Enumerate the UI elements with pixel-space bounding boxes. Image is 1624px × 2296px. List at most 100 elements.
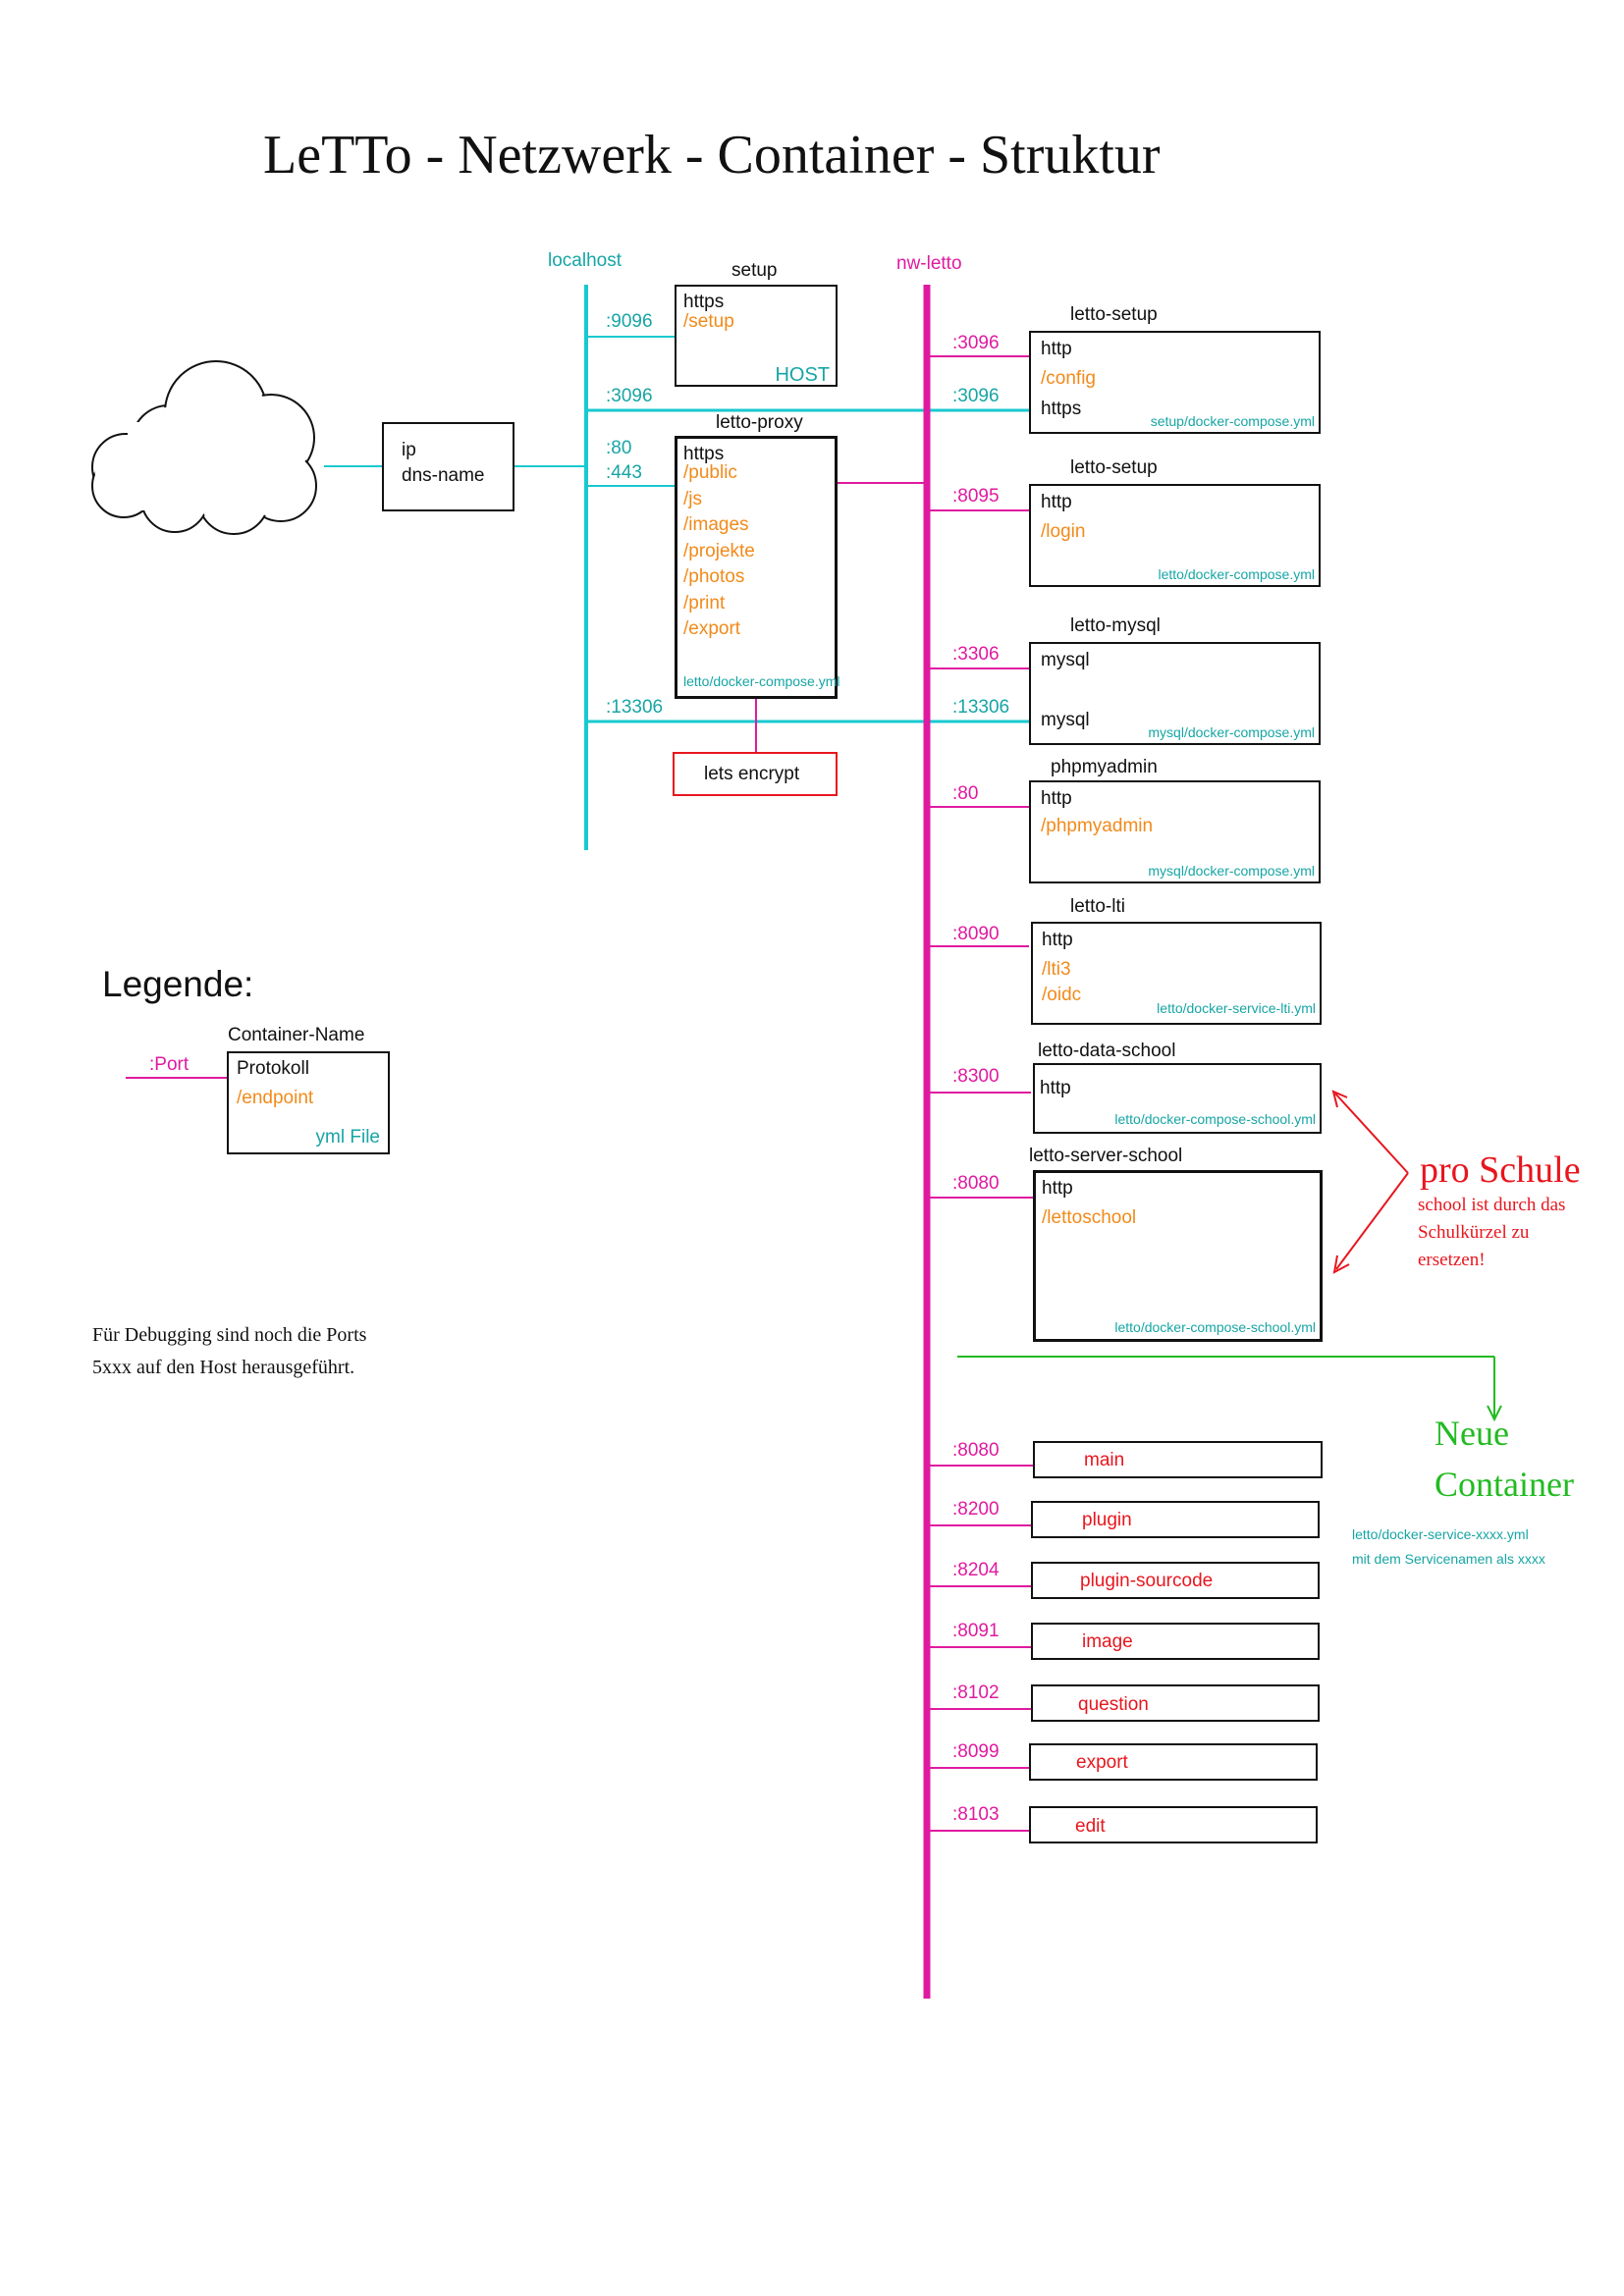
container-title: letto-data-school xyxy=(1038,1041,1176,1061)
school-note-line: school ist durch das xyxy=(1418,1195,1566,1215)
container-title: phpmyadmin xyxy=(1051,757,1158,777)
proxy-endpoint: /export xyxy=(683,618,741,639)
proxy-endpoint: /print xyxy=(683,593,726,614)
service-plugin-sourcode-box: plugin-sourcode xyxy=(1031,1562,1320,1599)
letto-mysql-container: mysql mysql mysql/docker-compose.yml xyxy=(1029,642,1321,745)
localhost-port-80: :80 xyxy=(606,438,632,458)
host-dns-label: dns-name xyxy=(402,465,485,486)
container-port: :3306 xyxy=(952,644,1000,665)
container-line: http xyxy=(1041,492,1072,512)
proxy-yml: letto/docker-compose.yml xyxy=(683,673,840,689)
page-title: LeTTo - Netzwerk - Container - Struktur xyxy=(263,125,1161,186)
letto-server-school-container: http /lettoschool letto/docker-compose-s… xyxy=(1033,1170,1323,1342)
service-port: :8080 xyxy=(952,1440,1000,1461)
service-name: plugin xyxy=(1082,1510,1132,1530)
container-line: http xyxy=(1041,339,1072,359)
proxy-endpoint: /projekte xyxy=(683,541,755,561)
container-title: letto-server-school xyxy=(1029,1146,1183,1166)
legend-title: Legende: xyxy=(102,964,254,1004)
service-name: edit xyxy=(1075,1816,1106,1837)
service-plugin-box: plugin xyxy=(1031,1501,1320,1538)
localhost-label: localhost xyxy=(548,250,622,271)
service-port: :8102 xyxy=(952,1682,1000,1703)
service-port: :8099 xyxy=(952,1741,1000,1762)
setup-endpoint: /setup xyxy=(683,311,734,332)
service-port: :8091 xyxy=(952,1621,1000,1641)
container-line: mysql xyxy=(1041,650,1090,670)
letto-setup-config-container: http /config https setup/docker-compose.… xyxy=(1029,331,1321,434)
localhost-network-lines xyxy=(324,285,1031,850)
container-title: letto-setup xyxy=(1070,304,1158,325)
container-line: /phpmyadmin xyxy=(1041,816,1154,836)
service-name: export xyxy=(1076,1752,1128,1773)
container-yml: letto/docker-compose.yml xyxy=(1158,566,1315,582)
service-image-box: image xyxy=(1031,1623,1320,1660)
proxy-container: https /public /js /images /projekte /pho… xyxy=(675,436,840,699)
container-line: http xyxy=(1042,930,1073,950)
proxy-endpoint: /images xyxy=(683,514,749,535)
container-line: mysql xyxy=(1041,710,1090,730)
container-line: /login xyxy=(1041,521,1086,542)
container-port: :80 xyxy=(952,783,979,804)
container-port: :8095 xyxy=(952,486,1000,507)
proxy-endpoint: /public xyxy=(683,462,737,483)
lets-encrypt-label: lets encrypt xyxy=(704,764,800,784)
service-main-box: main xyxy=(1033,1441,1323,1478)
container-port: :8090 xyxy=(952,924,1000,944)
service-port: :8103 xyxy=(952,1804,1000,1825)
school-note-line: Schulkürzel zu xyxy=(1418,1222,1530,1243)
legend-container-name: Container-Name xyxy=(228,1025,365,1045)
container-line: /lettoschool xyxy=(1042,1207,1137,1228)
proxy-title: letto-proxy xyxy=(716,412,803,433)
school-arrows xyxy=(1331,1090,1409,1274)
localhost-port-443: :443 xyxy=(606,462,642,483)
container-yml: letto/docker-service-lti.yml xyxy=(1157,1000,1316,1016)
localhost-port-3096: :3096 xyxy=(606,386,653,406)
container-yml: mysql/docker-compose.yml xyxy=(1148,724,1315,740)
container-line: http xyxy=(1041,788,1072,809)
setup-title: setup xyxy=(731,260,778,281)
service-port: :8200 xyxy=(952,1499,1000,1520)
new-containers-note: letto/docker-service-xxxx.yml xyxy=(1352,1526,1529,1542)
nw-letto-network-lines xyxy=(126,285,1033,1999)
nw-letto-label: nw-letto xyxy=(896,253,962,274)
proxy-endpoint: /js xyxy=(683,489,702,509)
container-yml: setup/docker-compose.yml xyxy=(1150,413,1315,429)
localhost-port-13306: :13306 xyxy=(606,697,664,718)
host-box: ip dns-name xyxy=(382,422,514,511)
container-yml: letto/docker-compose-school.yml xyxy=(1114,1319,1316,1335)
service-name: main xyxy=(1084,1450,1125,1470)
container-line: http xyxy=(1042,1178,1073,1199)
new-container-arrow xyxy=(957,1356,1502,1422)
legend-container-box: Protokoll /endpoint yml File xyxy=(227,1051,390,1154)
container-port-host: :13306 xyxy=(952,697,1010,718)
letto-setup-login-container: http /login letto/docker-compose.yml xyxy=(1029,484,1321,587)
letto-data-school-container: http letto/docker-compose-school.yml xyxy=(1033,1063,1322,1134)
container-yml: mysql/docker-compose.yml xyxy=(1148,863,1315,879)
service-export-box: export xyxy=(1029,1743,1318,1781)
new-containers-note: mit dem Servicenamen als xxxx xyxy=(1352,1551,1545,1567)
container-port: :8080 xyxy=(952,1173,1000,1194)
setup-container: https /setup HOST xyxy=(675,285,838,387)
lets-encrypt-box: lets encrypt xyxy=(673,752,838,796)
legend-protocol: Protokoll xyxy=(237,1058,309,1079)
container-line: https xyxy=(1041,399,1082,419)
container-line: /lti3 xyxy=(1042,959,1071,980)
debug-note-line: Für Debugging sind noch die Ports xyxy=(92,1324,367,1346)
container-line: http xyxy=(1040,1078,1071,1098)
setup-protocol: https xyxy=(683,292,725,312)
proxy-protocol: https xyxy=(683,444,725,464)
letto-lti-container: http /lti3 /oidc letto/docker-service-lt… xyxy=(1031,922,1322,1025)
new-containers-title: Neue xyxy=(1435,1414,1509,1453)
container-line: /config xyxy=(1041,368,1096,389)
container-title: letto-mysql xyxy=(1070,615,1161,636)
legend-yml: yml File xyxy=(315,1127,380,1148)
legend-port: :Port xyxy=(149,1054,189,1075)
school-title: pro Schule xyxy=(1420,1149,1581,1191)
container-title: letto-lti xyxy=(1070,896,1125,917)
container-port-host: :3096 xyxy=(952,386,1000,406)
debug-note-line: 5xxx auf den Host herausgeführt. xyxy=(92,1357,355,1378)
service-name: plugin-sourcode xyxy=(1080,1571,1214,1591)
proxy-endpoint: /photos xyxy=(683,566,745,587)
